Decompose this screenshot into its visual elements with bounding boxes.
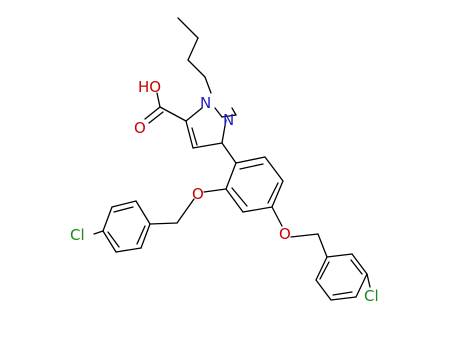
ether-oxygen-lower-label: O [279,225,291,243]
bond-lines [93,17,371,301]
chlorine-bottom-label: Cl [364,287,379,305]
carboxyl-oxygen-label: O [134,119,146,137]
pyrazole-n2-label: N [223,111,234,129]
pyrazole-n1-label: N [200,94,211,112]
ether-oxygen-upper-label: O [192,185,204,203]
carboxyl-hydroxyl-label: HO [138,78,161,96]
atom-labels: HO O N N O O Cl Cl [70,78,379,305]
chlorine-left-label: Cl [70,226,85,244]
